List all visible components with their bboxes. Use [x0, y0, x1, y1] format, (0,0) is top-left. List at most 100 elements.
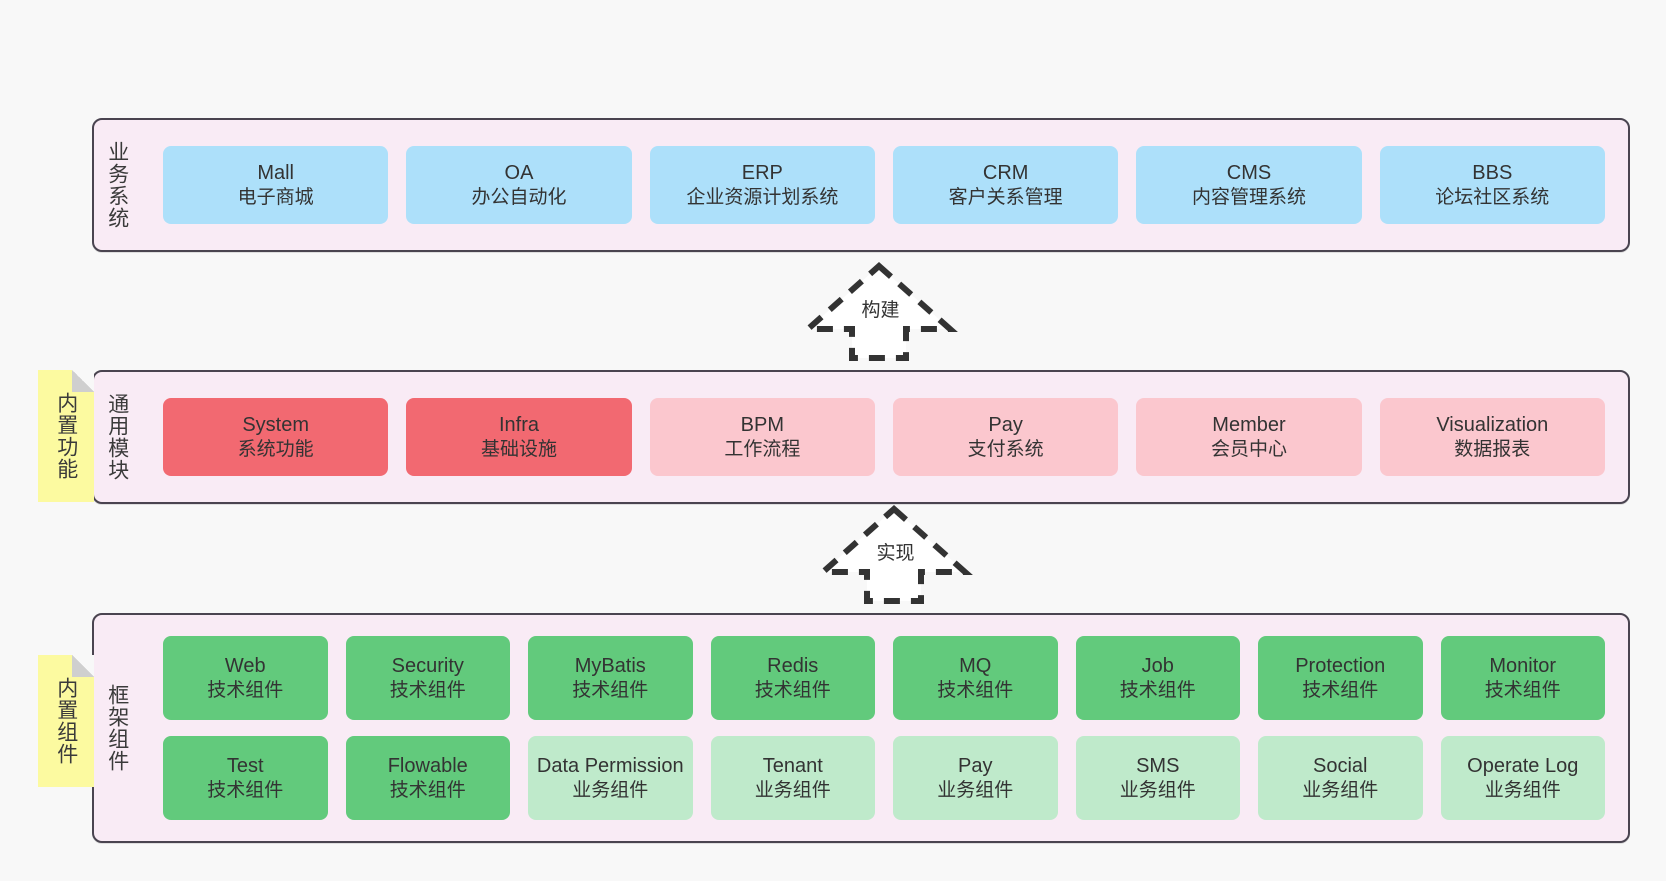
layer-business-systems: 业务系统 Mall 电子商城 OA 办公自动化 ERP 企业资源计划系统 CRM… — [92, 118, 1630, 252]
layer-business-title: 业务系统 — [105, 141, 129, 229]
card-mybatis[interactable]: MyBatis 技术组件 — [528, 636, 693, 720]
build-arrow-shape — [800, 261, 958, 361]
card-erp-cn: 企业资源计划系统 — [686, 186, 839, 208]
sticky-note-builtin-features-label: 内置功能 — [54, 392, 78, 480]
layer-modules-body: System 系统功能 Infra 基础设施 BPM 工作流程 Pay 支付系统… — [140, 372, 1628, 502]
sticky-note-builtin-components-label: 内置组件 — [54, 677, 78, 765]
card-operate-log-cn: 业务组件 — [1484, 779, 1561, 801]
card-crm-en: CRM — [982, 162, 1029, 185]
connector-realize-arrow: 实现 — [815, 504, 973, 604]
card-redis-en: Redis — [767, 655, 819, 678]
card-monitor-en: Monitor — [1489, 655, 1557, 678]
card-social[interactable]: Social 业务组件 — [1258, 736, 1423, 820]
sticky-note-builtin-features: 内置功能 — [38, 370, 94, 502]
card-monitor[interactable]: Monitor 技术组件 — [1440, 636, 1605, 720]
card-flowable-en: Flowable — [387, 755, 468, 778]
card-system[interactable]: System 系统功能 — [163, 398, 389, 476]
card-bpm-cn: 工作流程 — [724, 438, 801, 460]
card-bbs[interactable]: BBS 论坛社区系统 — [1379, 146, 1605, 224]
card-pay-component[interactable]: Pay 业务组件 — [893, 736, 1058, 820]
card-pay-module[interactable]: Pay 支付系统 — [892, 398, 1119, 476]
card-monitor-cn: 技术组件 — [1484, 679, 1561, 701]
card-mybatis-cn: 技术组件 — [572, 679, 649, 701]
card-redis-cn: 技术组件 — [754, 679, 831, 701]
card-member-cn: 会员中心 — [1210, 438, 1287, 460]
card-oa[interactable]: OA 办公自动化 — [406, 146, 632, 224]
card-mybatis-en: MyBatis — [574, 655, 646, 678]
card-mall-en: Mall — [257, 162, 294, 185]
card-member[interactable]: Member 会员中心 — [1136, 398, 1362, 476]
card-web[interactable]: Web 技术组件 — [163, 636, 328, 720]
card-web-cn: 技术组件 — [207, 679, 284, 701]
layer-framework-body: Web 技术组件 Security 技术组件 MyBatis 技术组件 Redi… — [140, 615, 1628, 841]
card-oa-en: OA — [504, 162, 534, 185]
card-security-en: Security — [391, 655, 464, 678]
card-system-cn: 系统功能 — [237, 438, 314, 460]
card-system-en: System — [242, 414, 309, 437]
card-visualization-en: Visualization — [1436, 414, 1549, 437]
card-mall[interactable]: Mall 电子商城 — [163, 146, 389, 224]
card-tenant-en: Tenant — [762, 755, 823, 778]
connector-build-arrow: 构建 — [800, 261, 958, 361]
card-infra[interactable]: Infra 基础设施 — [406, 398, 632, 476]
card-security[interactable]: Security 技术组件 — [345, 636, 510, 720]
card-bpm-en: BPM — [740, 414, 784, 437]
card-sms[interactable]: SMS 业务组件 — [1075, 736, 1240, 820]
framework-card-row-business: Test 技术组件 Flowable 技术组件 Data Permission … — [154, 736, 1614, 820]
card-pay-module-en: Pay — [988, 414, 1023, 437]
card-infra-en: Infra — [498, 414, 539, 437]
card-data-permission-en: Data Permission — [536, 755, 684, 778]
card-operate-log[interactable]: Operate Log 业务组件 — [1440, 736, 1605, 820]
business-card-row: Mall 电子商城 OA 办公自动化 ERP 企业资源计划系统 CRM 客户关系… — [154, 146, 1614, 224]
card-protection[interactable]: Protection 技术组件 — [1258, 636, 1423, 720]
card-cms-en: CMS — [1226, 162, 1272, 185]
card-pay-module-cn: 支付系统 — [967, 438, 1044, 460]
card-bbs-cn: 论坛社区系统 — [1435, 186, 1550, 208]
card-mall-cn: 电子商城 — [237, 186, 314, 208]
card-mq-cn: 技术组件 — [937, 679, 1014, 701]
card-social-cn: 业务组件 — [1302, 779, 1379, 801]
card-member-en: Member — [1212, 414, 1286, 437]
card-cms-cn: 内容管理系统 — [1191, 186, 1306, 208]
card-crm[interactable]: CRM 客户关系管理 — [892, 146, 1119, 224]
connector-build-label: 构建 — [861, 300, 900, 321]
realize-arrow-shape — [815, 504, 973, 604]
card-flowable[interactable]: Flowable 技术组件 — [345, 736, 510, 820]
card-sms-en: SMS — [1136, 755, 1180, 778]
framework-card-row-technical: Web 技术组件 Security 技术组件 MyBatis 技术组件 Redi… — [154, 636, 1614, 720]
card-job-cn: 技术组件 — [1119, 679, 1196, 701]
card-social-en: Social — [1313, 755, 1368, 778]
card-mq-en: MQ — [959, 655, 992, 678]
layer-modules-title: 通用模块 — [105, 393, 129, 481]
layer-framework-components: 框架组件 Web 技术组件 Security 技术组件 MyBatis 技术组件… — [92, 613, 1630, 843]
card-tenant[interactable]: Tenant 业务组件 — [710, 736, 875, 820]
card-erp-en: ERP — [741, 162, 783, 185]
modules-card-row: System 系统功能 Infra 基础设施 BPM 工作流程 Pay 支付系统… — [154, 398, 1614, 476]
layer-framework-title: 框架组件 — [105, 684, 129, 772]
card-cms[interactable]: CMS 内容管理系统 — [1136, 146, 1362, 224]
card-data-permission-cn: 业务组件 — [572, 779, 649, 801]
card-protection-en: Protection — [1295, 655, 1386, 678]
card-bpm[interactable]: BPM 工作流程 — [649, 398, 875, 476]
card-pay-component-cn: 业务组件 — [937, 779, 1014, 801]
card-test[interactable]: Test 技术组件 — [163, 736, 328, 820]
card-erp[interactable]: ERP 企业资源计划系统 — [649, 146, 875, 224]
layer-business-body: Mall 电子商城 OA 办公自动化 ERP 企业资源计划系统 CRM 客户关系… — [140, 120, 1628, 250]
card-infra-cn: 基础设施 — [480, 438, 557, 460]
card-test-cn: 技术组件 — [207, 779, 284, 801]
card-crm-cn: 客户关系管理 — [948, 186, 1063, 208]
card-visualization-cn: 数据报表 — [1454, 438, 1531, 460]
card-operate-log-en: Operate Log — [1467, 755, 1579, 778]
connector-realize-label: 实现 — [876, 543, 915, 564]
card-pay-component-en: Pay — [958, 755, 993, 778]
card-flowable-cn: 技术组件 — [389, 779, 466, 801]
card-bbs-en: BBS — [1472, 162, 1513, 185]
card-sms-cn: 业务组件 — [1119, 779, 1196, 801]
card-tenant-cn: 业务组件 — [754, 779, 831, 801]
card-job[interactable]: Job 技术组件 — [1075, 636, 1240, 720]
card-redis[interactable]: Redis 技术组件 — [710, 636, 875, 720]
card-data-permission[interactable]: Data Permission 业务组件 — [528, 736, 693, 820]
card-mq[interactable]: MQ 技术组件 — [893, 636, 1058, 720]
card-visualization[interactable]: Visualization 数据报表 — [1379, 398, 1605, 476]
